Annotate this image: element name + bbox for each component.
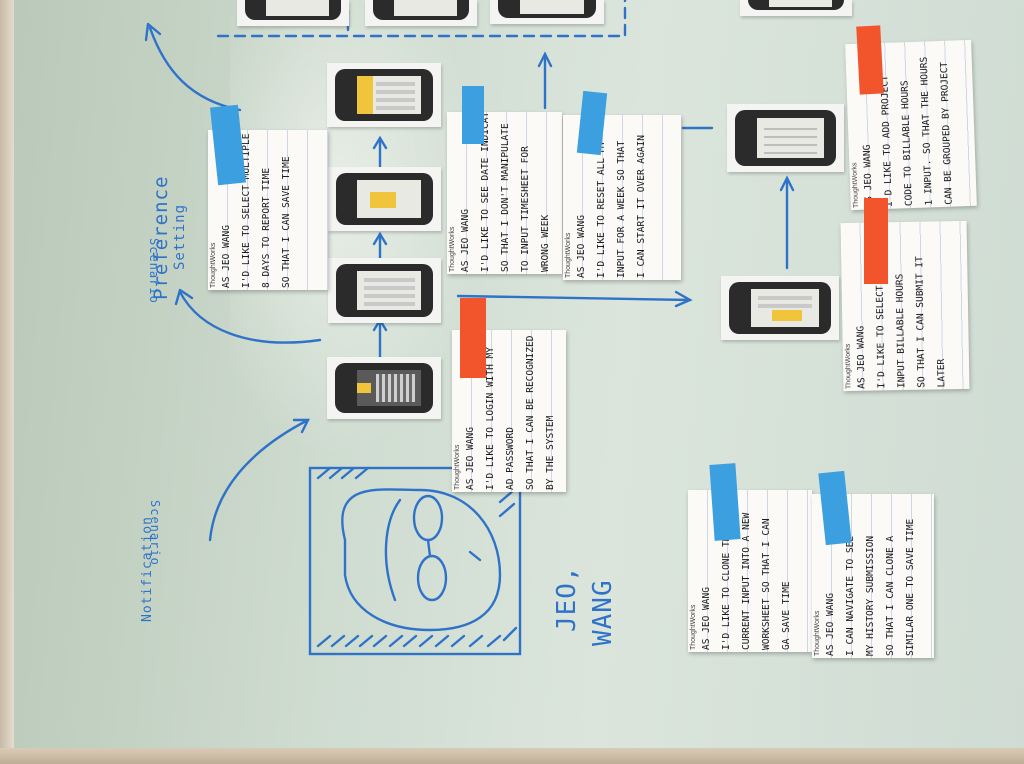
story-card-7: ThoughtWorks As Jeo Wang I'd like to clo… bbox=[688, 490, 812, 652]
story-card-5: ThoughtWorks As Jeo Wang I'd like to sel… bbox=[840, 220, 970, 392]
card-line: later bbox=[935, 358, 948, 388]
phone-mockup bbox=[373, 0, 469, 20]
phone-mockup bbox=[335, 363, 433, 413]
card-line: to input timesheet for bbox=[520, 146, 531, 272]
card-line: similar one to save time bbox=[905, 518, 916, 656]
persona-frame bbox=[308, 466, 522, 656]
phone-print-b bbox=[328, 167, 441, 231]
phone-mockup bbox=[735, 110, 836, 166]
card-brand-logo: ThoughtWorks bbox=[449, 226, 456, 272]
card-line: so that I can save time bbox=[281, 156, 292, 288]
phone-mockup bbox=[748, 0, 844, 10]
phone-mockup bbox=[498, 0, 596, 18]
whiteboard-frame-bottom bbox=[0, 748, 1024, 764]
phone-mockup bbox=[335, 69, 433, 121]
glasses-right bbox=[416, 554, 448, 602]
hair-line bbox=[384, 498, 402, 602]
phone-print-top-3 bbox=[490, 0, 604, 24]
card-line: GA save time bbox=[781, 581, 792, 650]
curved-arrow-preference bbox=[178, 290, 322, 344]
nose bbox=[468, 550, 482, 562]
phone-mockup bbox=[729, 282, 831, 334]
label-scenario: Scenario bbox=[147, 238, 161, 304]
tape-orange bbox=[856, 25, 884, 95]
card-line: AD password bbox=[505, 427, 516, 490]
frame-hatching-bottom bbox=[316, 626, 518, 648]
curved-arrow-top bbox=[148, 26, 242, 112]
arrowhead-preference bbox=[174, 288, 194, 306]
label-persona-last: WANG bbox=[588, 579, 618, 646]
phone-print-login bbox=[327, 357, 441, 419]
card-line: wrong week bbox=[540, 214, 551, 272]
card-line: input for a week so that bbox=[616, 140, 627, 278]
card-line: so that I can submit it bbox=[914, 256, 928, 388]
card-line: worksheet so that I can bbox=[761, 518, 772, 650]
tape-orange bbox=[460, 298, 486, 378]
card-line: As Jeo Wang bbox=[576, 215, 587, 278]
label-notification-scenario: Scenario bbox=[148, 500, 162, 566]
card-line: so that I can clone a bbox=[885, 535, 896, 656]
arrow-horizontal bbox=[456, 294, 692, 302]
phone-print-a bbox=[327, 63, 441, 127]
label-setting: Setting bbox=[172, 203, 188, 270]
card-line: I'd like to reset all my bbox=[596, 140, 607, 278]
phone-mockup bbox=[336, 173, 433, 225]
card-line: 8 days to report time bbox=[261, 167, 272, 288]
whiteboard-frame-left bbox=[0, 0, 14, 764]
tape-blue bbox=[709, 463, 741, 541]
tape-orange bbox=[864, 198, 888, 284]
glasses-left bbox=[412, 494, 444, 542]
card-line: so that I don't manipulate bbox=[500, 123, 511, 272]
card-brand-logo: ThoughtWorks bbox=[814, 610, 821, 656]
phone-print-right-1 bbox=[727, 104, 844, 172]
phone-print-top-4 bbox=[740, 0, 852, 16]
card-line: by the system bbox=[545, 415, 556, 490]
dashed-group-box bbox=[216, 0, 627, 38]
card-line: I can start it over again bbox=[636, 135, 647, 278]
card-brand-logo: ThoughtWorks bbox=[565, 232, 572, 278]
phone-print-c bbox=[328, 258, 441, 323]
phone-mockup bbox=[336, 264, 433, 317]
phone-print-top-2 bbox=[365, 0, 477, 26]
card-line: so that I can be recognized bbox=[525, 335, 536, 490]
phone-print-top-1 bbox=[237, 0, 349, 26]
card-line: my history submission bbox=[865, 535, 876, 656]
face-outline bbox=[341, 488, 502, 632]
tape-blue bbox=[462, 86, 484, 144]
label-persona-first: JEO, bbox=[552, 565, 582, 632]
glasses-bridge bbox=[426, 538, 432, 558]
card-line: input billable hours bbox=[894, 273, 908, 389]
card-brand-logo: ThoughtWorks bbox=[690, 604, 697, 650]
phone-print-right-2 bbox=[721, 276, 839, 340]
phone-mockup bbox=[245, 0, 341, 20]
arrow-notification bbox=[208, 418, 310, 542]
arrowhead-top bbox=[144, 22, 162, 42]
